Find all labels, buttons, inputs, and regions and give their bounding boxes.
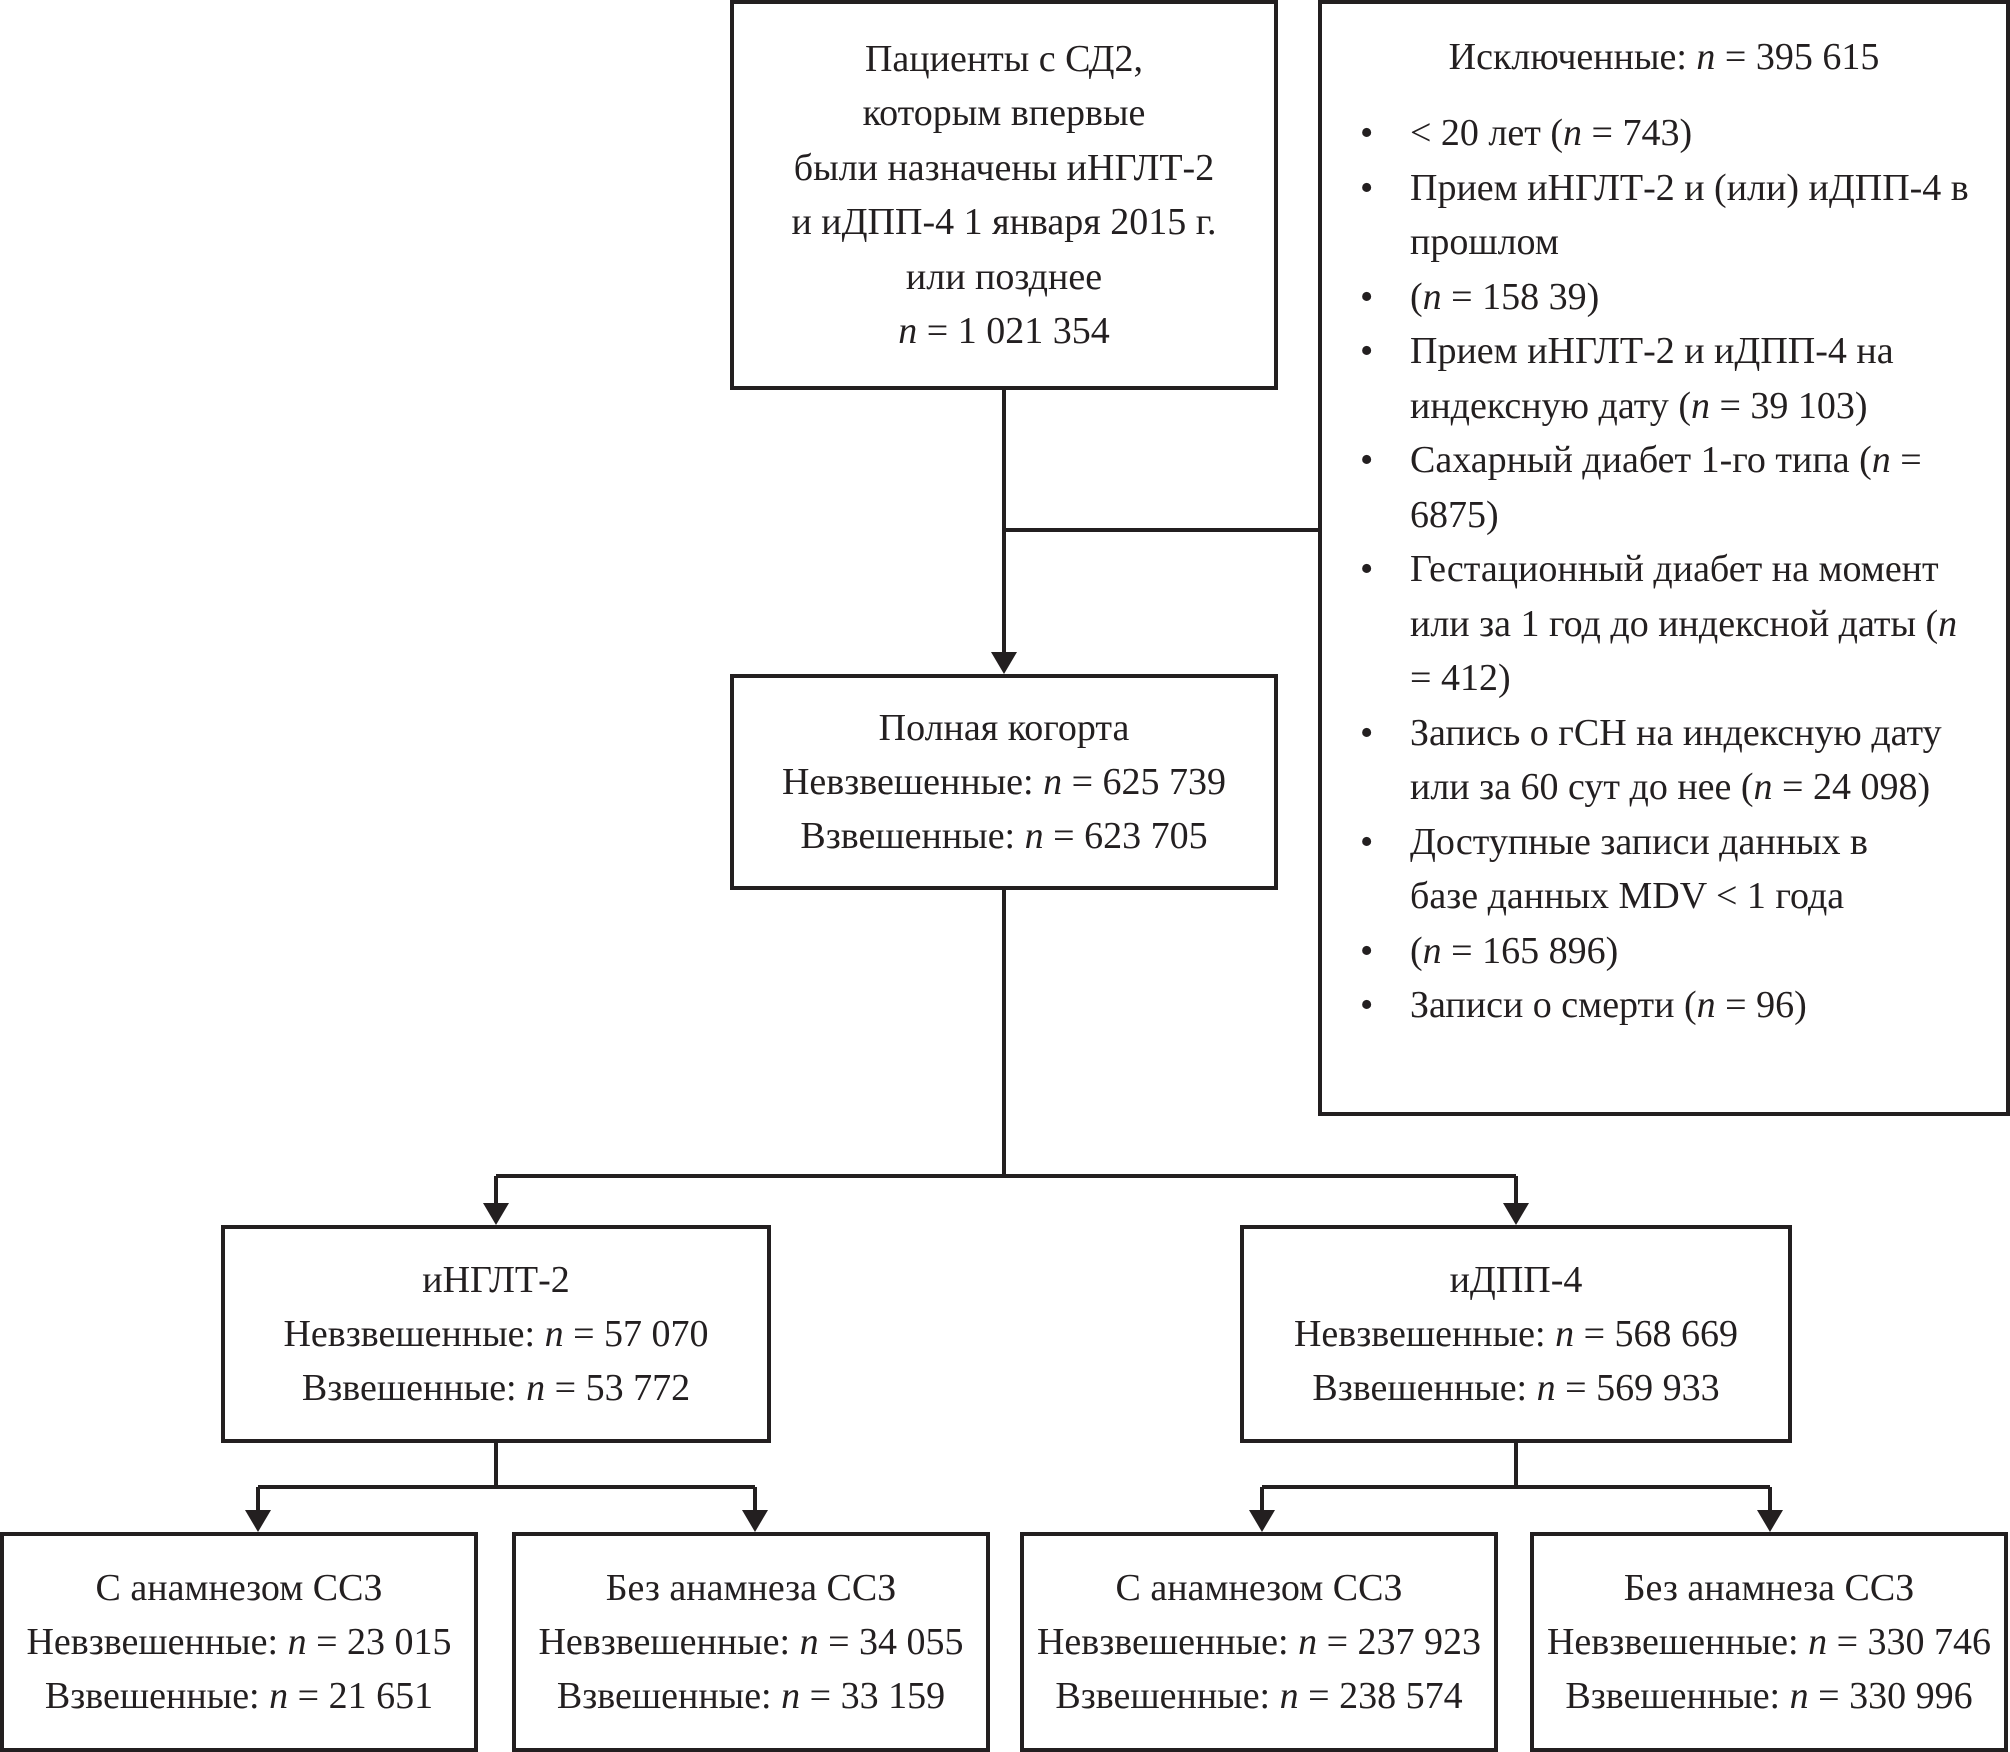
sglt2-without-cvd-unweighted: Невзвешенные: n = 34 055 (538, 1621, 964, 1663)
dpp4-weighted: Взвешенные: n = 569 933 (1312, 1367, 1720, 1409)
dpp4-without-cvd-box: Без анамнеза ССЗ Невзвешенные: n = 330 7… (1530, 1532, 2008, 1752)
dpp4-title: иДПП-4 (1449, 1259, 1583, 1301)
exclusion-item: Прием иНГЛТ-2 и (или) иДПП-4 в прошлом (1360, 161, 1970, 270)
full-cohort-weighted: Взвешенные: n = 623 705 (800, 815, 1208, 857)
dpp4-with-cvd-box: С анамнезом ССЗ Невзвешенные: n = 237 92… (1020, 1532, 1498, 1752)
sglt2-unweighted: Невзвешенные: n = 57 070 (283, 1313, 709, 1355)
exclusion-item: Прием иНГЛТ-2 и иДПП-4 на индексную дату… (1360, 324, 1950, 433)
sglt2-title: иНГЛТ-2 (422, 1259, 570, 1301)
exclusion-item: Гестационный диабет на момент или за 1 г… (1360, 542, 1970, 706)
sglt2-box: иНГЛТ-2 Невзвешенные: n = 57 070 Взвешен… (221, 1225, 771, 1443)
eligible-title-line-5: или позднее (905, 255, 1103, 298)
exclusion-item: Запись о гСН на индексную дату или за 60… (1360, 706, 1970, 815)
exclusion-item: < 20 лет (n = 743) (1360, 106, 2006, 161)
eligible-title-line-2: которым впервые (862, 92, 1146, 134)
eligible-title-line-3: были назначены иНГЛТ-2 (793, 146, 1215, 189)
excluded-heading: Исключенные: n = 395 615 (1448, 36, 1880, 78)
arrowhead-leaf-3 (1249, 1510, 1275, 1532)
excluded-box: Исключенные: n = 395 615 < 20 лет (n = 7… (1318, 0, 2010, 1116)
full-cohort-box: Полная когорта Невзвешенные: n = 625 739… (730, 674, 1278, 890)
sglt2-weighted: Взвешенные: n = 53 772 (301, 1367, 691, 1409)
dpp4-with-cvd-weighted: Взвешенные: n = 238 574 (1055, 1675, 1463, 1717)
arrowhead-leaf-1 (245, 1510, 271, 1532)
exclusion-item: (n = 158 39) (1360, 270, 2006, 325)
sglt2-with-cvd-weighted: Взвешенные: n = 21 651 (44, 1675, 434, 1717)
sglt2-with-cvd-title: С анамнезом ССЗ (95, 1567, 383, 1609)
sglt2-without-cvd-weighted: Взвешенные: n = 33 159 (556, 1675, 946, 1717)
exclusion-item: Доступные записи данных в базе данных MD… (1360, 815, 1940, 924)
dpp4-without-cvd-unweighted: Невзвешенные: n = 330 746 (1546, 1621, 1992, 1663)
dpp4-with-cvd-title: С анамнезом ССЗ (1115, 1567, 1403, 1609)
arrowhead-dpp4 (1503, 1203, 1529, 1225)
dpp4-without-cvd-weighted: Взвешенные: n = 330 996 (1565, 1675, 1973, 1717)
eligible-patients-box: Пациенты с СД2, которым впервые были наз… (730, 0, 1278, 390)
sglt2-with-cvd-unweighted: Невзвешенные: n = 23 015 (26, 1621, 452, 1663)
eligible-count: n = 1 021 354 (898, 310, 1110, 352)
arrowhead-sglt2 (483, 1203, 509, 1225)
dpp4-without-cvd-title: Без анамнеза ССЗ (1623, 1567, 1915, 1609)
exclusion-item: (n = 165 896) (1360, 924, 2006, 979)
sglt2-without-cvd-title: Без анамнеза ССЗ (605, 1567, 897, 1609)
dpp4-box: иДПП-4 Невзвешенные: n = 568 669 Взвешен… (1240, 1225, 1792, 1443)
arrowhead-leaf-4 (1757, 1510, 1783, 1532)
exclusion-item: Записи о смерти (n = 96) (1360, 978, 2006, 1033)
full-cohort-unweighted: Невзвешенные: n = 625 739 (781, 761, 1227, 803)
sglt2-with-cvd-box: С анамнезом ССЗ Невзвешенные: n = 23 015… (0, 1532, 478, 1752)
arrowhead-full-cohort (991, 652, 1017, 674)
full-cohort-title: Полная когорта (878, 707, 1130, 749)
exclusion-item: Сахарный диабет 1-го типа (n = 6875) (1360, 433, 1930, 542)
exclusion-list: < 20 лет (n = 743) Прием иНГЛТ-2 и (или)… (1322, 106, 2006, 1033)
eligible-title-line-1: Пациенты с СД2, (864, 37, 1144, 80)
eligible-title-line-4: и иДПП-4 1 января 2015 г. (791, 201, 1217, 243)
sglt2-without-cvd-box: Без анамнеза ССЗ Невзвешенные: n = 34 05… (512, 1532, 990, 1752)
arrowhead-leaf-2 (742, 1510, 768, 1532)
dpp4-unweighted: Невзвешенные: n = 568 669 (1293, 1313, 1739, 1355)
dpp4-with-cvd-unweighted: Невзвешенные: n = 237 923 (1036, 1621, 1482, 1663)
